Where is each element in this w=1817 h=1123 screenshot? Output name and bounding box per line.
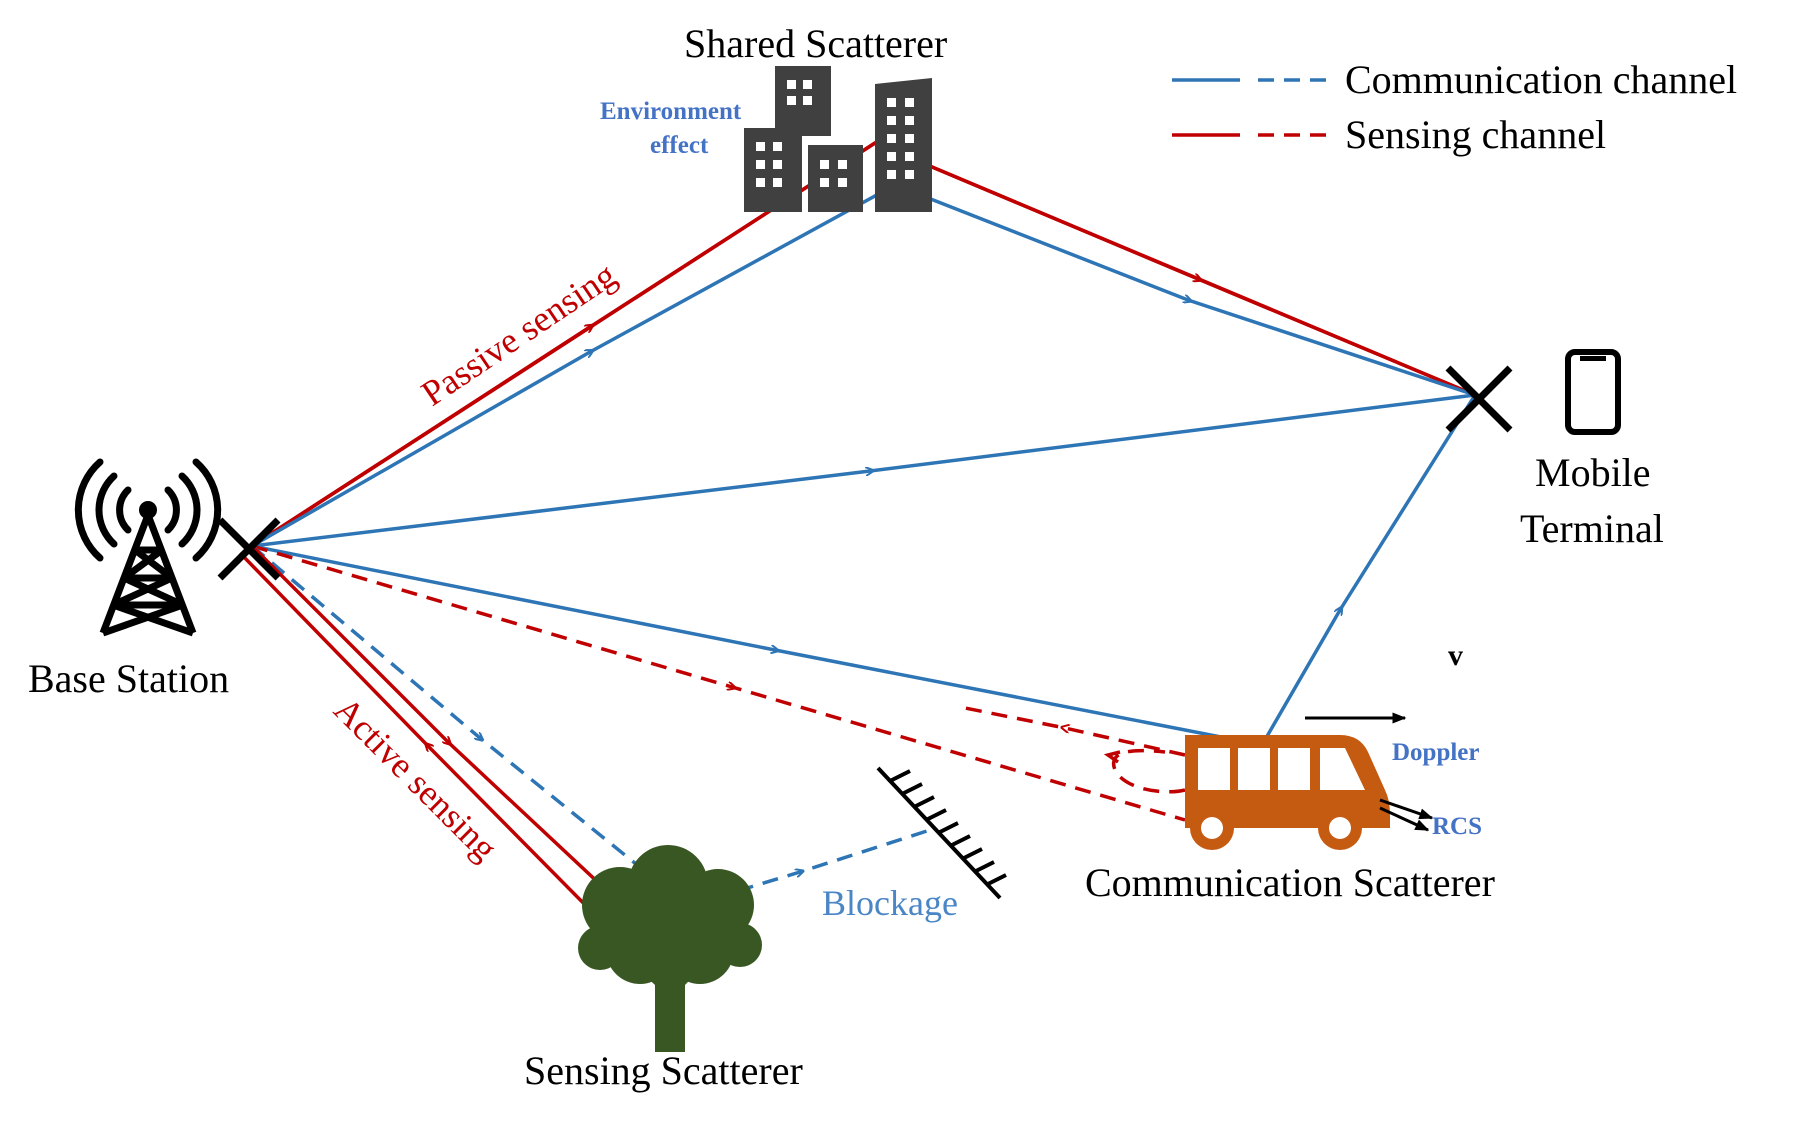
base-station-icon	[74, 458, 222, 637]
smartphone-icon	[1565, 349, 1621, 435]
environment-effect-line1: Environment	[600, 98, 742, 125]
communication-scatterer-label: Communication Scatterer	[1085, 860, 1495, 905]
legend-comm-label: Communication channel	[1345, 57, 1737, 102]
sensing-scatterer-label: Sensing Scatterer	[524, 1048, 803, 1093]
sensing-path-bus-out	[251, 544, 1186, 822]
velocity-label: v	[1448, 639, 1463, 672]
doppler-label: Doppler	[1392, 739, 1480, 766]
passive-sensing-label: Passive sensing	[414, 255, 623, 414]
mobile-terminal-label-1: Mobile	[1535, 450, 1651, 495]
active-sensing-back	[238, 551, 612, 932]
rcs-arrow-2	[1379, 806, 1430, 832]
buildings-icon	[744, 66, 932, 212]
shared-scatterer-label: Shared Scatterer	[684, 21, 947, 66]
building-windows	[756, 80, 914, 187]
comm-path-blocked-a	[250, 544, 690, 908]
sensing-bus-loop	[1111, 748, 1186, 794]
active-sensing-out	[250, 544, 637, 919]
comm-path-los	[251, 393, 1476, 548]
mobile-terminal-label-2: Terminal	[1520, 506, 1664, 551]
base-station-label: Base Station	[28, 656, 229, 701]
comm-path-shared-a	[251, 183, 896, 548]
comm-path-shared-b	[894, 183, 1476, 397]
base-station-antenna-marker	[217, 517, 281, 581]
legend: Communication channel Sensing channel	[1172, 57, 1737, 157]
legend-sense-label: Sensing channel	[1345, 112, 1606, 157]
comm-path-bus-b	[1260, 394, 1477, 746]
mobile-terminal-antenna-marker	[1445, 365, 1513, 433]
tree-icon	[578, 845, 762, 1052]
active-sensing-label: Active sensing	[326, 689, 505, 868]
comm-path-bus-a	[251, 544, 1263, 747]
blockage-label: Blockage	[822, 883, 958, 923]
rcs-arrow-1	[1379, 798, 1434, 820]
environment-effect-line2: effect	[650, 132, 709, 159]
rcs-label: RCS	[1432, 813, 1482, 840]
sensing-path-bus-back	[964, 706, 1186, 757]
bus-icon	[1185, 735, 1390, 850]
reflector-surface	[876, 766, 1007, 900]
